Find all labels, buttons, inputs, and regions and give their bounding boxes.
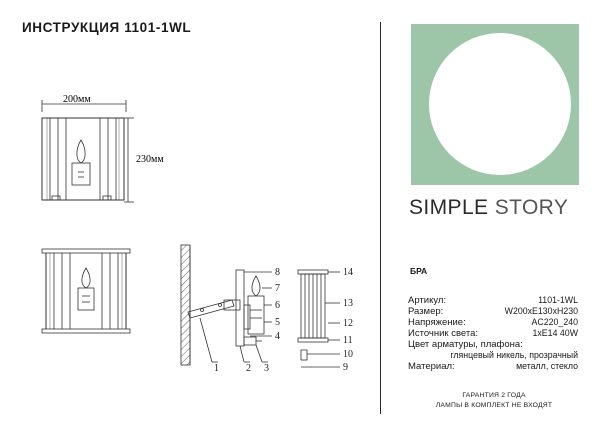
spec-label: Цвет арматуры, плафона: — [408, 339, 523, 350]
brand-word-1: SIMPLE — [409, 196, 489, 219]
part-number: 6 — [275, 300, 280, 311]
brand-word-2: STORY — [494, 196, 569, 219]
spec-row: Цвет арматуры, плафона: — [408, 339, 578, 350]
vertical-divider — [380, 22, 381, 414]
spec-list: Артикул: 1101-1WL Размер: W200xE130xH230 Н… — [408, 295, 578, 372]
dimension-height: 230мм — [136, 154, 164, 165]
part-number: 11 — [343, 335, 353, 346]
spec-row: Размер: W200xE130xH230 — [408, 306, 578, 317]
part-number: 5 — [275, 317, 280, 328]
part-number: 3 — [264, 363, 269, 374]
technical-drawings: 200мм 230мм — [41, 94, 353, 374]
part-number: 2 — [246, 363, 251, 374]
spec-label: Материал: — [408, 361, 455, 372]
part-number: 10 — [343, 349, 353, 360]
spec-value: AC220_240 — [531, 317, 578, 327]
part-number: 12 — [343, 318, 353, 329]
part-number: 1 — [214, 363, 219, 374]
logo-circle — [429, 33, 571, 175]
footer-notes: ГАРАНТИЯ 2 ГОДА ЛАМПЫ В КОМПЛЕКТ НЕ ВХОД… — [410, 391, 578, 410]
part-number: 9 — [343, 362, 348, 373]
lamps-note: ЛАМПЫ В КОМПЛЕКТ НЕ ВХОДЯТ — [435, 401, 553, 409]
part-number: 13 — [343, 298, 353, 309]
front-view — [41, 248, 131, 334]
spec-row: глянцевый никель, прозрачный — [408, 350, 578, 361]
dimension-width: 200мм — [63, 94, 91, 105]
part-number: 14 — [343, 267, 353, 278]
spec-value: металл, стекло — [516, 361, 578, 371]
product-type: БРА — [410, 266, 428, 276]
spec-row: Материал: металл, стекло — [408, 361, 578, 372]
part-number: 7 — [275, 283, 280, 294]
part-number: 4 — [275, 331, 280, 342]
spec-value: 1101-1WL — [538, 295, 578, 305]
side-view — [180, 244, 272, 366]
spec-label: Источник света: — [408, 328, 479, 339]
spec-row: Напряжение: AC220_240 — [408, 317, 578, 328]
spec-label: Напряжение: — [408, 317, 466, 328]
spec-value: глянцевый никель, прозрачный — [450, 350, 578, 360]
spec-row: Источник света: 1xE14 40W — [408, 328, 578, 339]
spec-row: Артикул: 1101-1WL — [408, 295, 578, 306]
page-title: ИНСТРУКЦИЯ 1101-1WL — [22, 20, 192, 35]
part-number: 8 — [275, 267, 280, 278]
brand-name: SIMPLE STORY — [409, 196, 568, 220]
brand-logo — [411, 24, 579, 185]
spec-value: 1xE14 40W — [532, 328, 578, 338]
spec-value: W200xE130xH230 — [504, 306, 578, 316]
spec-label: Размер: — [408, 306, 444, 317]
spec-label: Артикул: — [408, 295, 447, 306]
front-view-dimensioned — [41, 100, 134, 203]
shade-view — [297, 269, 340, 368]
warranty-note: ГАРАНТИЯ 2 ГОДА — [462, 392, 526, 399]
